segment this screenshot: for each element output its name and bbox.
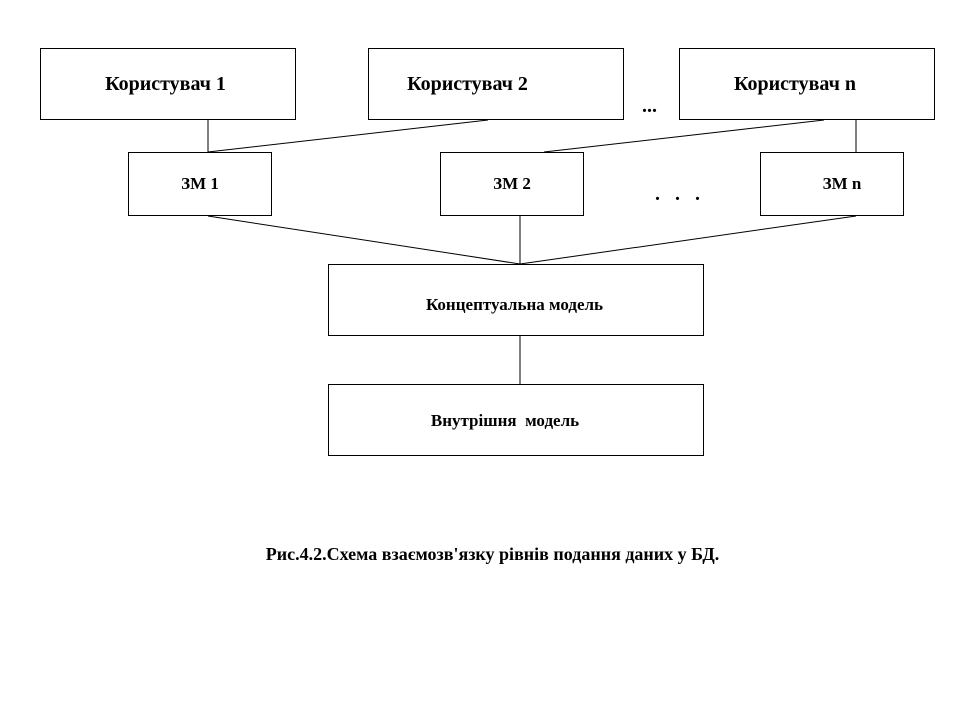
user-1-box: Користувач 1 [40,48,296,120]
connector-usern-ext2 [543,119,825,153]
external-model-n-label: ЗМ n [822,174,862,193]
internal-model-label: Внутрішня модель [430,411,580,430]
connector-user2-ext1 [207,119,489,153]
external-model-2-box: ЗМ 2 [440,152,584,216]
external-model-2-label: ЗМ 2 [493,174,531,193]
connector-ext1-concept [207,215,521,265]
conceptual-model-label: Концептуальна модель [425,295,604,314]
user-2-label: Користувач 2 [407,72,528,95]
external-models-ellipsis: . . . [655,183,705,205]
user-1-label: Користувач 1 [105,72,226,95]
user-2-box: Користувач 2 [368,48,624,120]
external-model-1-label: ЗМ 1 [181,174,219,193]
user-n-box: Користувач n [679,48,935,120]
external-model-1-box: ЗМ 1 [128,152,272,216]
user-n-label: Користувач n [734,72,856,95]
conceptual-model-box: Концептуальна модель [328,264,704,336]
internal-model-box: Внутрішня модель [328,384,704,456]
figure-caption: Рис.4.2.Схема взаємозв'язку рівнів подан… [265,544,720,564]
external-model-n-box: ЗМ n [760,152,904,216]
connector-extn-concept [519,215,857,265]
users-ellipsis: ... [642,95,657,117]
